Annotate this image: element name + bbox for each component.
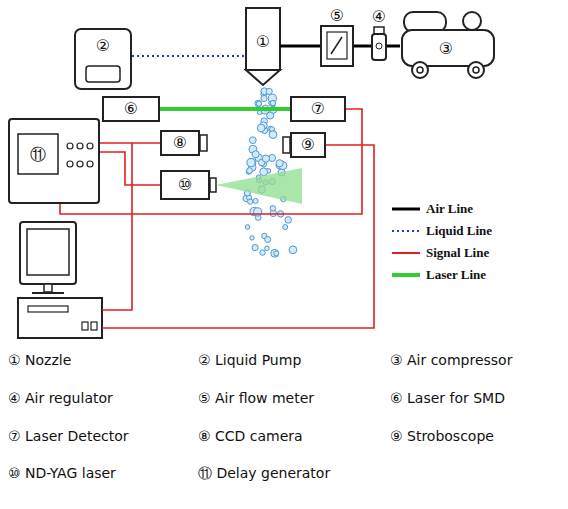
legend-text: Laser Line: [426, 267, 486, 283]
connector: [100, 152, 160, 185]
legend-text: Liquid Line: [426, 223, 492, 239]
droplet: [289, 246, 297, 254]
callout-number: ⑥: [124, 101, 138, 117]
air-regulator: [364, 27, 394, 60]
signal-wire: [102, 143, 132, 310]
signal-wire: [102, 145, 374, 328]
delay-generator-panel: [18, 134, 93, 174]
droplet: [252, 151, 259, 158]
pump-panel: [86, 66, 120, 82]
part-label: ③ Air compressor: [390, 352, 512, 369]
droplet: [260, 168, 268, 176]
connector: [100, 142, 160, 144]
legend-text: Signal Line: [426, 245, 489, 261]
callout-number: ③: [439, 41, 453, 57]
droplet: [250, 236, 254, 240]
nozzle-body: [246, 8, 280, 85]
droplet: [247, 159, 255, 167]
part-label: ⑪ Delay generator: [198, 465, 330, 482]
callout-number: ②: [96, 38, 110, 54]
air-compressor: [402, 12, 494, 78]
droplet: [256, 101, 261, 106]
droplet: [266, 88, 272, 94]
droplet: [248, 199, 253, 204]
delay-generator: ⑪: [8, 118, 100, 204]
part-label: ② Liquid Pump: [198, 352, 301, 369]
connector: [60, 109, 362, 214]
part-label: ⑧ CCD camera: [198, 428, 303, 445]
droplet: [255, 100, 262, 107]
droplet: [246, 169, 252, 175]
liquid-pump: ②: [74, 28, 132, 90]
callout-number: ⑪: [30, 147, 46, 163]
air-flow-meter: ⑤: [318, 4, 356, 74]
droplet: [261, 95, 267, 101]
droplet: [270, 206, 275, 211]
droplet: [283, 225, 288, 230]
part-label: ⑩ ND-YAG laser: [8, 465, 116, 482]
callout-number: ⑩: [178, 177, 192, 193]
laser-lens: [210, 178, 216, 192]
air-regulator: ④: [364, 4, 394, 70]
part-label: ⑨ Stroboscope: [390, 428, 494, 445]
nozzle: ①: [246, 8, 280, 70]
laser-box: ⑥: [102, 96, 160, 122]
droplet: [253, 198, 258, 203]
connector: [132, 55, 246, 57]
droplet: [285, 217, 292, 224]
part-label: ⑦ Laser Detector: [8, 428, 129, 445]
connector: [356, 45, 364, 48]
legend-sample: [392, 208, 420, 211]
droplet: [265, 237, 271, 243]
callout-number: ⑧: [173, 135, 187, 151]
droplet: [271, 249, 279, 257]
droplet: [269, 131, 277, 139]
flow-meter: [318, 26, 356, 66]
connector: [394, 45, 400, 48]
legend-sample: [392, 273, 420, 277]
droplet: [249, 137, 256, 144]
droplet: [274, 251, 279, 256]
droplet: [270, 100, 275, 105]
part-label: ⑥ Laser for SMD: [390, 390, 505, 407]
ccd-camera: ⑧: [160, 130, 200, 156]
camera-lens: [200, 135, 207, 151]
part-label: ④ Air regulator: [8, 390, 113, 407]
computer: [18, 222, 102, 338]
droplet: [260, 250, 265, 255]
droplet: [276, 160, 283, 167]
connector: [280, 45, 318, 48]
droplet: [265, 246, 270, 251]
strobe-lens: [283, 137, 290, 153]
droplet: [257, 124, 265, 132]
part-label: ① Nozzle: [8, 352, 71, 369]
callout-number: ⑤: [330, 8, 344, 24]
connector: [160, 107, 290, 111]
droplet: [245, 225, 250, 230]
stroboscope: ⑨: [290, 132, 326, 158]
air-compressor: ③: [400, 8, 496, 80]
callout-number: ④: [372, 9, 386, 25]
droplet: [252, 245, 258, 251]
callout-number: ⑨: [301, 137, 315, 153]
callout-number: ⑦: [311, 101, 325, 117]
droplet: [262, 155, 269, 162]
laser-sheet: [216, 168, 302, 204]
legend-sample: [392, 252, 420, 254]
part-label: ⑤ Air flow meter: [198, 390, 314, 407]
nd-yag-laser: ⑩: [160, 170, 210, 200]
callout-number: ①: [256, 34, 270, 50]
legend-sample: [392, 230, 420, 232]
droplet: [247, 168, 253, 174]
laser-detector: ⑦: [290, 96, 346, 122]
legend-text: Air Line: [426, 201, 473, 217]
